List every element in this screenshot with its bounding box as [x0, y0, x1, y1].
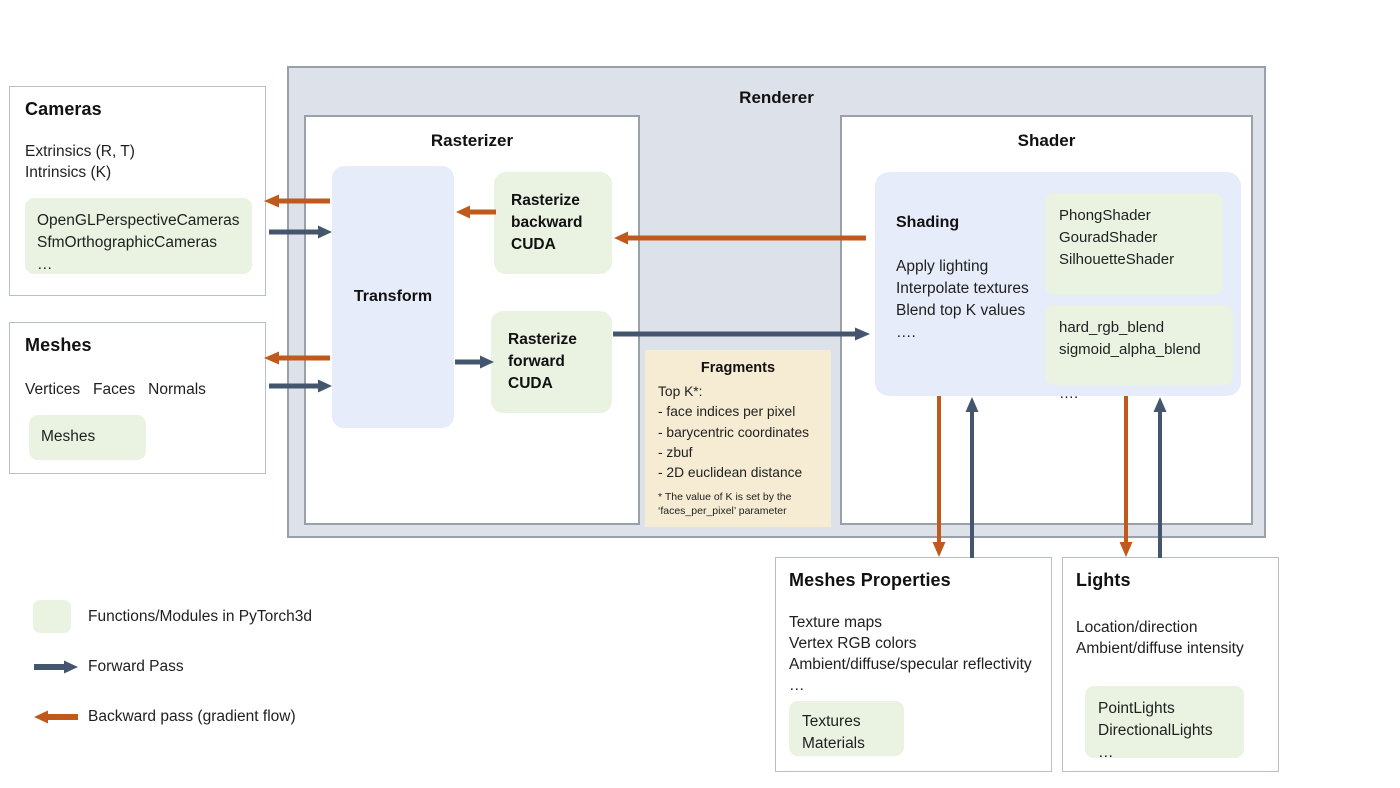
lights-modules-text: PointLights DirectionalLights … — [1098, 700, 1213, 761]
shader-modules-chip: PhongShader GouradShader SilhouetteShade… — [1045, 193, 1223, 312]
arrow-backward-shader-to-mesh-properties — [931, 396, 947, 558]
blend-modules-text: hard_rgb_blend sigmoid_alpha_blend …. — [1059, 319, 1201, 402]
fragments-title: Fragments — [700, 360, 776, 376]
lights-title: Lights — [1076, 570, 1131, 590]
renderer-title: Renderer — [739, 88, 814, 107]
mesh-properties-list: Texture maps Vertex RGB colors Ambient/d… — [789, 614, 1032, 694]
transform-box: Transform — [332, 166, 454, 428]
rasterize-backward-block: Rasterize backward CUDA — [494, 172, 612, 274]
fragments-list: Top K*: - face indices per pixel - baryc… — [658, 384, 810, 481]
arrow-backward-shader-to-lights — [1118, 396, 1134, 558]
meshes-card: Meshes Vertices Faces Normals Meshes — [9, 322, 266, 474]
forward-arrow-icon — [33, 659, 79, 675]
rasterize-forward-label: Rasterize forward CUDA — [508, 331, 577, 392]
blend-modules-chip: hard_rgb_blend sigmoid_alpha_blend …. — [1045, 305, 1233, 402]
fragments-box: Fragments Top K*: - face indices per pix… — [645, 350, 831, 527]
arrow-backward-raster-to-transform — [455, 204, 497, 220]
cameras-properties: Extrinsics (R, T) Intrinsics (K) — [25, 143, 135, 181]
shader-title: Shader — [1017, 131, 1076, 150]
arrow-backward-to-cameras — [263, 193, 331, 209]
mesh-properties-modules-text: Textures Materials — [802, 713, 865, 752]
legend-module-label: Functions/Modules in PyTorch3d — [88, 608, 313, 625]
arrow-forward-lights-to-shader — [1152, 396, 1168, 558]
mesh-properties-modules-chip: Textures Materials — [789, 701, 904, 756]
shading-box: Shading Apply lighting Interpolate textu… — [875, 172, 1241, 402]
lights-card: Lights Location/direction Ambient/diffus… — [1062, 557, 1279, 772]
lights-modules-chip: PointLights DirectionalLights … — [1085, 686, 1244, 761]
meshes-modules-text: Meshes — [41, 428, 96, 445]
backward-arrow-icon — [33, 709, 79, 725]
arrow-forward-from-cameras — [269, 224, 333, 240]
arrow-forward-from-meshes — [269, 378, 333, 394]
meshes-properties: Vertices Faces Normals — [25, 381, 206, 398]
cameras-title: Cameras — [25, 99, 102, 119]
rasterize-backward-label: Rasterize backward CUDA — [511, 192, 583, 253]
module-swatch-icon — [33, 600, 71, 633]
cameras-card: Cameras Extrinsics (R, T) Intrinsics (K)… — [9, 86, 266, 296]
cameras-modules-chip: OpenGLPerspectiveCameras SfmOrthographic… — [25, 198, 252, 274]
arrow-backward-to-meshes — [263, 350, 331, 366]
legend-forward-label: Forward Pass — [88, 658, 184, 675]
shading-title: Shading — [896, 214, 960, 231]
mesh-properties-title: Meshes Properties — [789, 570, 951, 590]
rasterizer-title: Rasterizer — [430, 131, 514, 150]
arrow-forward-mesh-properties-to-shader — [964, 396, 980, 558]
rasterize-forward-block: Rasterize forward CUDA — [491, 311, 612, 413]
mesh-properties-card: Meshes Properties Texture maps Vertex RG… — [775, 557, 1052, 772]
cameras-modules-text: OpenGLPerspectiveCameras SfmOrthographic… — [37, 212, 240, 273]
arrow-backward-shader-to-rasterizer — [613, 230, 867, 246]
transform-label: Transform — [353, 288, 433, 305]
meshes-title: Meshes — [25, 335, 92, 355]
meshes-modules-chip: Meshes — [29, 415, 146, 460]
fragments-note: * The value of K is set by the ‘faces_pe… — [658, 491, 792, 518]
shader-modules-text: PhongShader GouradShader SilhouetteShade… — [1059, 207, 1175, 312]
shading-lines: Apply lighting Interpolate textures Blen… — [896, 258, 1029, 341]
arrow-forward-transform-to-raster — [455, 354, 495, 370]
legend-backward-label: Backward pass (gradient flow) — [88, 708, 296, 725]
lights-list: Location/direction Ambient/diffuse inten… — [1076, 619, 1244, 657]
arrow-forward-rasterizer-to-shader — [613, 326, 871, 342]
